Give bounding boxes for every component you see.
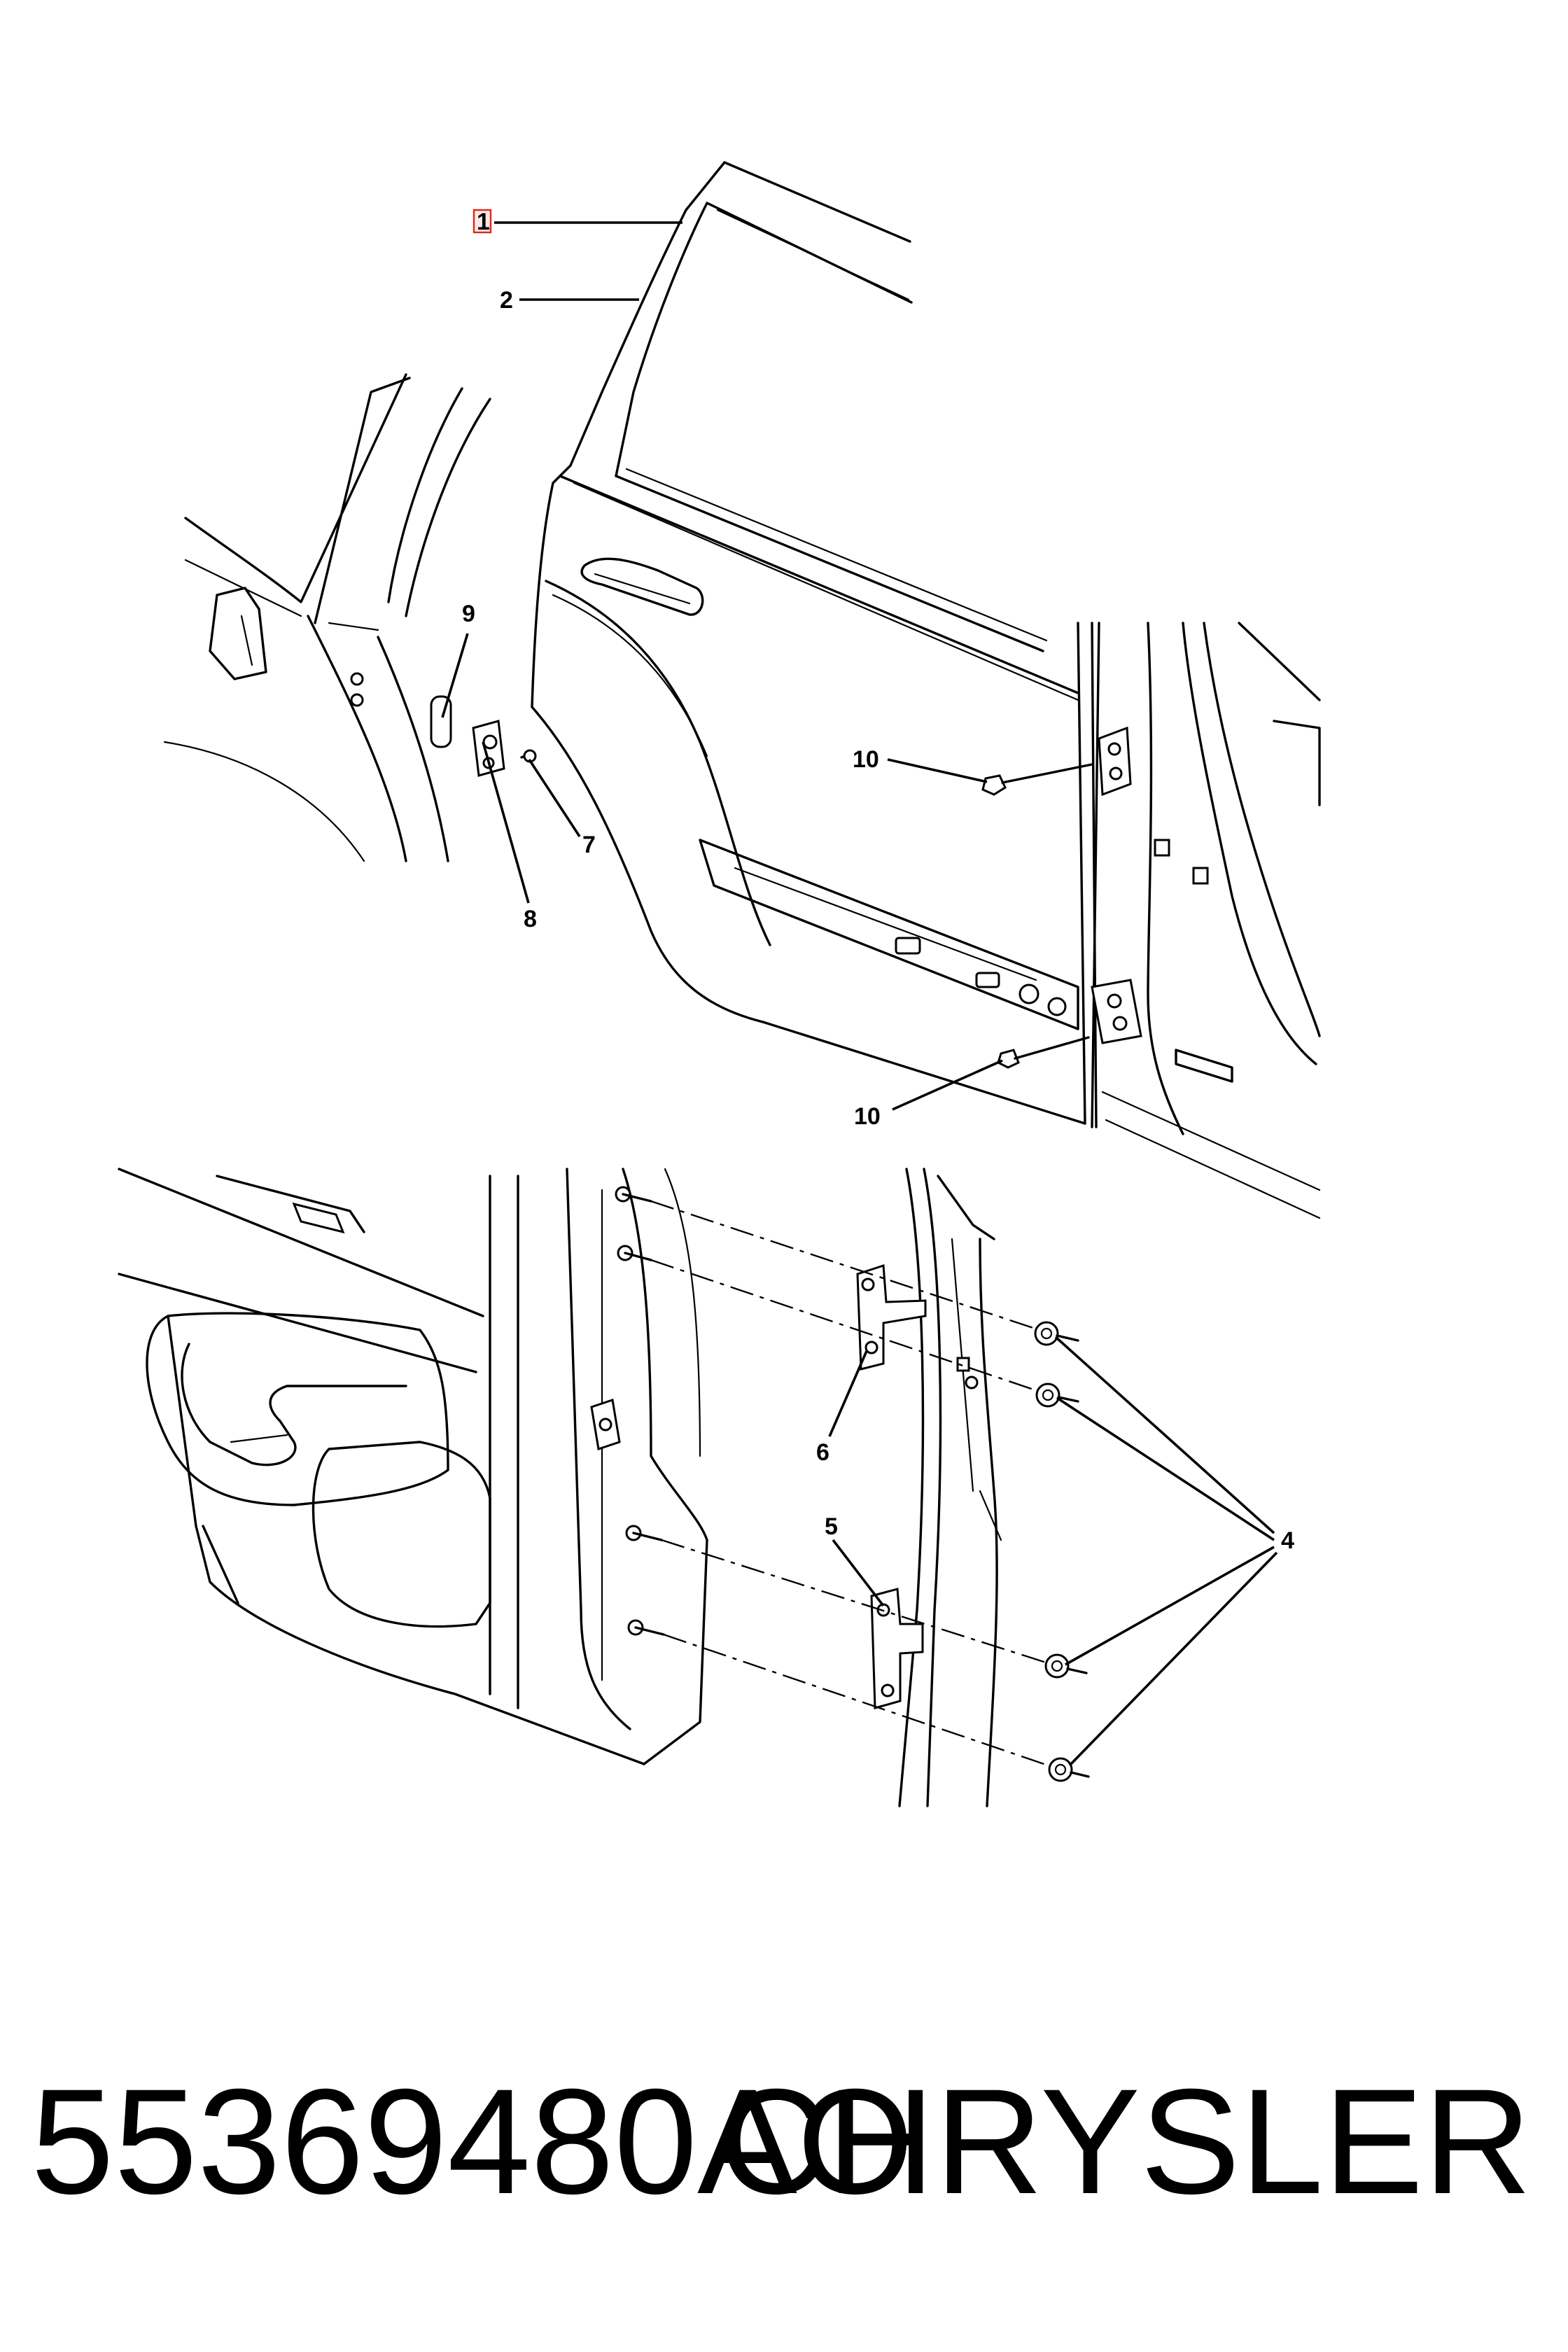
callout-4: 4 (1281, 1527, 1294, 1554)
callout-10-upper: 10 (853, 746, 879, 773)
hinge-nuts (1034, 1321, 1090, 1782)
callout-7: 7 (582, 832, 596, 858)
callout-8: 8 (524, 906, 537, 932)
leader-lines (441, 221, 1278, 1767)
upper-view-door (531, 161, 1098, 1128)
upper-view-body-pillar (163, 373, 491, 862)
callout-1-highlight (472, 209, 492, 234)
callouts: 1 2 9 7 8 10 10 6 5 4 (462, 209, 1294, 1554)
assembly-centerlines (650, 1200, 1061, 1771)
door-hinge-exploded-diagram: 1 2 9 7 8 10 10 6 5 4 (118, 161, 1321, 1807)
part-number: 55369480AO (31, 2058, 914, 2225)
callout-2: 2 (500, 287, 513, 314)
callout-1: 1 (477, 209, 490, 235)
lower-view-body-pillar (898, 1168, 1002, 1807)
callout-9: 9 (462, 601, 475, 627)
callout-5: 5 (825, 1513, 838, 1540)
footer: 55369480AO CHRYSLER (0, 2023, 1568, 2261)
hinge-5 (870, 1588, 924, 1709)
lower-view-door-inner (118, 1168, 708, 1765)
callout-6: 6 (816, 1439, 830, 1466)
callout-10-lower: 10 (854, 1103, 881, 1130)
hinge-6 (856, 1264, 927, 1371)
brand-name: CHRYSLER (718, 2058, 1532, 2225)
door-hinge-studs (615, 1186, 665, 1636)
upper-view-hinges (981, 622, 1321, 1219)
striker-assembly (430, 695, 537, 777)
